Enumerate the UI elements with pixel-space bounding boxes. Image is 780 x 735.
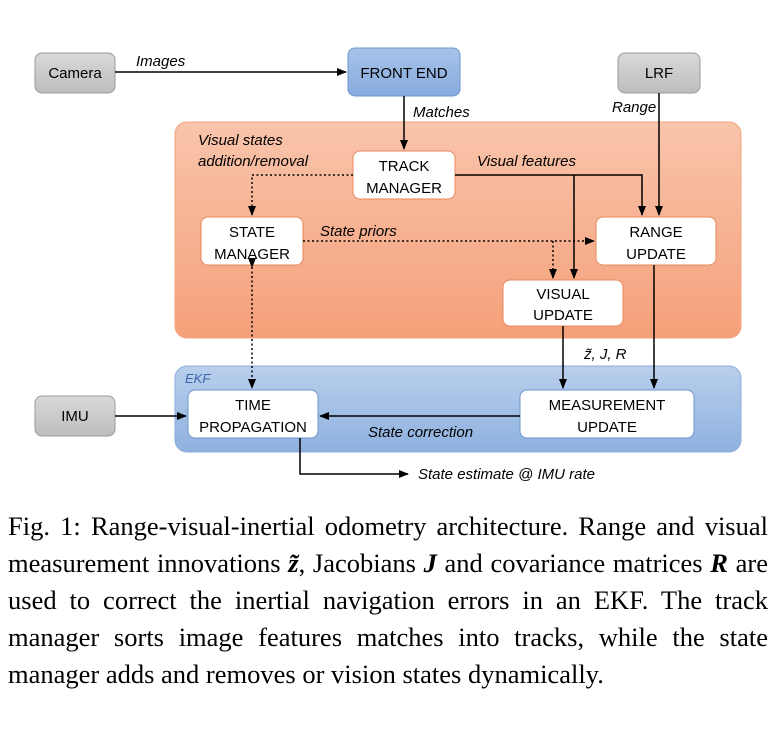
measurement-update-line2: UPDATE [577, 419, 637, 436]
caption-text-1: Range-visual-inertial odometry architect… [8, 511, 768, 578]
caption-text-2: , Jacobians [298, 548, 424, 578]
innovations-label: z̃, J, R [583, 346, 627, 363]
visual-features-label: Visual features [477, 153, 576, 170]
imu-node: IMU [34, 395, 116, 437]
lrf-label: LRF [645, 65, 673, 82]
state-manager-node: STATE MANAGER [200, 216, 304, 266]
visual-states-label-line1: Visual states [198, 132, 283, 149]
state-manager-line2: MANAGER [214, 246, 290, 263]
front-end-label: FRONT END [360, 65, 447, 82]
track-manager-line1: TRACK [379, 158, 430, 175]
track-manager-node: TRACK MANAGER [352, 150, 456, 200]
state-priors-label: State priors [320, 223, 397, 240]
measurement-update-node: MEASUREMENT UPDATE [519, 389, 695, 439]
matches-label: Matches [413, 104, 470, 121]
time-propagation-line1: TIME [235, 397, 271, 414]
figure-caption: Fig. 1: Range-visual-inertial odometry a… [8, 508, 768, 693]
state-estimate-arrow [299, 438, 409, 478]
state-correction-label: State correction [368, 424, 473, 441]
range-update-line2: UPDATE [626, 246, 686, 263]
visual-update-node: VISUAL UPDATE [502, 279, 624, 327]
caption-r-symbol: R [710, 548, 728, 578]
camera-label: Camera [48, 65, 102, 82]
time-propagation-node: TIME PROPAGATION [187, 389, 319, 439]
state-manager-line1: STATE [229, 224, 275, 241]
visual-states-label-line2: addition/removal [198, 153, 309, 170]
visual-update-line1: VISUAL [536, 286, 589, 303]
range-update-node: RANGE UPDATE [595, 216, 717, 266]
caption-z-symbol: z̃ [288, 548, 299, 578]
lrf-node: LRF [617, 52, 701, 94]
track-manager-line2: MANAGER [366, 180, 442, 197]
imu-label: IMU [61, 408, 89, 425]
visual-update-line2: UPDATE [533, 307, 593, 324]
caption-text-3: and covariance matrices [436, 548, 711, 578]
range-label: Range [612, 99, 656, 116]
images-label: Images [136, 53, 186, 70]
front-end-node: FRONT END [347, 47, 461, 97]
caption-text-4: are used to correct the inertial navigat… [8, 548, 768, 689]
ekf-label: EKF [185, 371, 211, 386]
range-update-line1: RANGE [629, 224, 682, 241]
measurement-update-line1: MEASUREMENT [549, 397, 666, 414]
state-estimate-label: State estimate @ IMU rate [418, 466, 595, 483]
caption-label: Fig. 1: [8, 511, 81, 541]
caption-j-symbol: J [423, 548, 437, 578]
visual-features-to-range-arrow [455, 174, 646, 216]
visual-states-arrow [248, 174, 353, 216]
architecture-diagram: EKF Camera LRF IMU FRONT END TRACK MANAG… [34, 47, 742, 483]
camera-node: Camera [34, 52, 116, 94]
time-propagation-line2: PROPAGATION [199, 419, 307, 436]
